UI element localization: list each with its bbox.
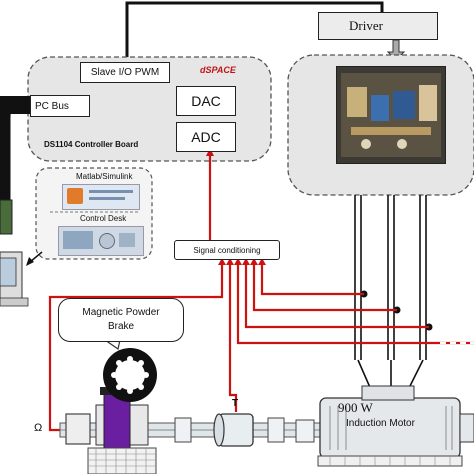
magnetic-powder-brake [87, 348, 157, 474]
motor-label: Induction Motor [346, 418, 415, 429]
signal-lines [48, 150, 474, 432]
brake-label-line1: Magnetic Powder [82, 307, 160, 318]
brake-label-line2: Brake [107, 321, 135, 332]
omega-label: Ω [34, 422, 43, 434]
torque-transducer [213, 413, 254, 447]
motor-power-lines [354, 195, 427, 393]
torque-label: T [232, 398, 239, 409]
control-desk-label: Control Desk [80, 214, 127, 223]
matlab-label: Matlab/Simulink [76, 172, 133, 181]
motor-power-label: 900 W [338, 400, 373, 415]
pc-bus-box: PC Bus [30, 95, 90, 117]
inverter-photo [336, 66, 446, 164]
driver-box: Driver [318, 12, 438, 40]
signal-conditioning-box: Signal conditioning [174, 240, 280, 260]
encoder [65, 413, 91, 445]
adc-box: ADC [176, 122, 236, 152]
dspace-logo: dSPACE [200, 65, 236, 75]
matlab-icon [67, 188, 83, 204]
driver-control-wire [125, 1, 384, 60]
simulink-thumbnail [62, 184, 140, 210]
dac-box: DAC [176, 86, 236, 116]
brake-callout: Magnetic Powder Brake [58, 298, 184, 342]
controldesk-thumbnail [58, 226, 144, 256]
induction-motor [317, 385, 474, 467]
slave-io-pwm-box: Slave I/O PWM [80, 62, 170, 83]
pc-workstation [0, 251, 29, 307]
board-label: DS1104 Controller Board [44, 140, 139, 149]
